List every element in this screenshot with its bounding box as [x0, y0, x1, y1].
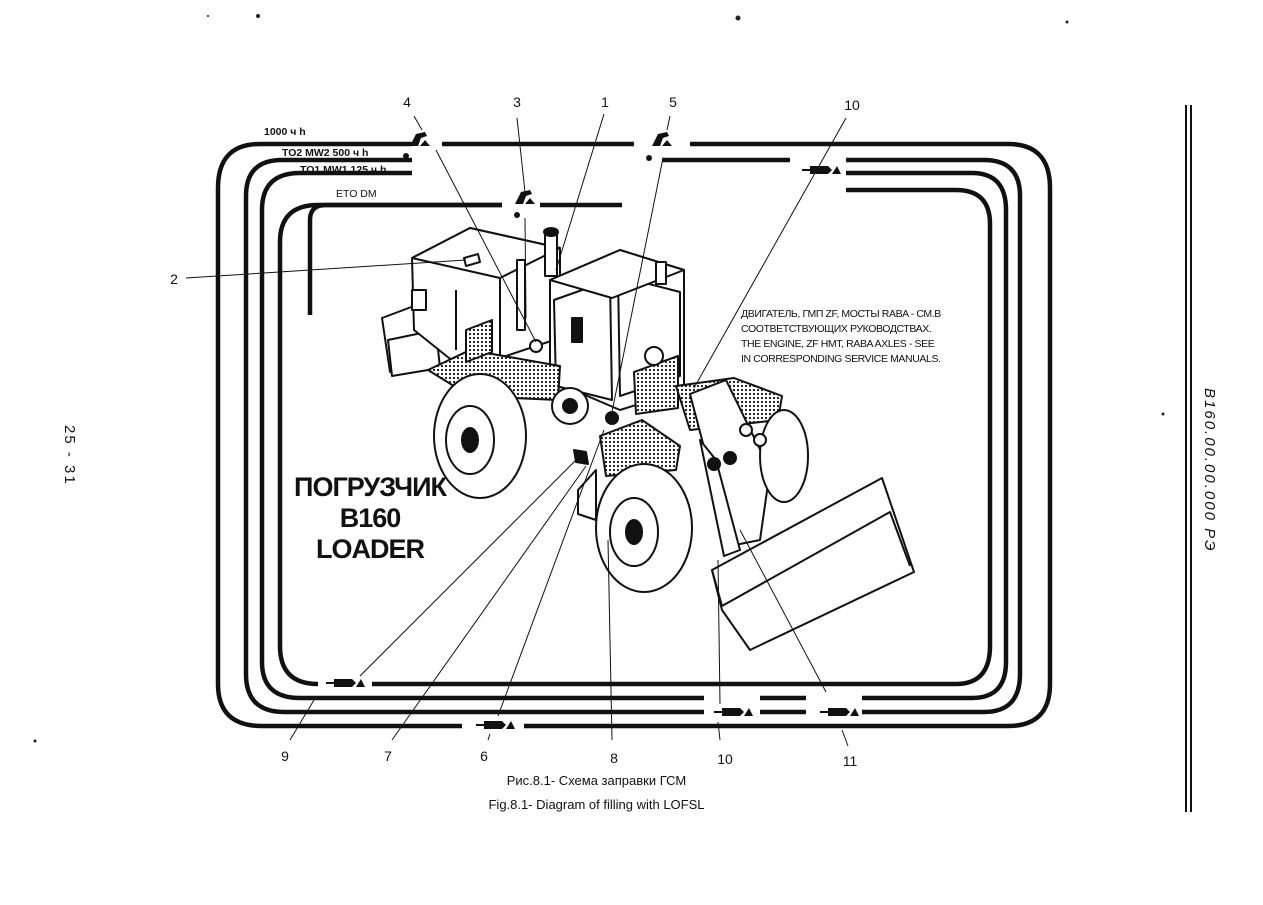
callout-numbers: 4 3 1 5 10 2 9 7 6 8 10 11: [170, 94, 860, 769]
callout-4: 4: [403, 94, 411, 110]
grease-gun-icon-10-top: [801, 165, 842, 175]
figure-caption-en: Fig.8.1- Diagram of filling with LOFSL: [488, 797, 705, 812]
title-line-en: LOADER: [316, 534, 425, 564]
grease-gun-icon-11: [819, 707, 860, 717]
oil-symbols: [403, 132, 672, 218]
interval-to2-label: TO2 MW2 500 ч h: [282, 147, 369, 159]
frame-to1: [259, 170, 1009, 701]
grease-gun-icon-10: [713, 707, 754, 717]
frame-to2: [243, 157, 1023, 715]
callout-leaders: [185, 113, 849, 747]
callout-8: 8: [610, 750, 618, 766]
interval-to1-label: TO1 MW1 125 ч h: [300, 164, 387, 176]
interval-frames: [215, 141, 1053, 729]
grease-gun-icon-9: [325, 678, 366, 688]
title-line-model: B160: [339, 503, 402, 533]
service-manual-note: ДВИГАТЕЛЬ, ГМП ZF, МОСТЫ RABA - СМ.В СОО…: [741, 307, 991, 367]
scan-specks: [33, 14, 1165, 743]
page-number: 25 - 31: [61, 425, 78, 486]
note-line-2: СООТВЕТСТВУЮЩИХ РУКОВОДСТВАХ.: [741, 323, 932, 335]
loader-illustration: [381, 227, 915, 651]
oilcan-icon-4: [410, 132, 430, 146]
callout-1: 1: [601, 94, 609, 110]
callout-7: 7: [384, 748, 392, 764]
note-line-1: ДВИГАТЕЛЬ, ГМП ZF, МОСТЫ RABA - СМ.В: [741, 308, 941, 320]
note-line-4: IN CORRESPONDING SERVICE MANUALS.: [741, 353, 941, 365]
oilcan-icon-3: [515, 190, 535, 204]
callout-10-top: 10: [844, 97, 860, 113]
oilcan-icon-5: [652, 132, 672, 146]
loader-title: ПОГРУЗЧИК B160 LOADER: [270, 472, 470, 565]
grease-gun-icon-6: [475, 720, 516, 730]
frame-eto: [277, 187, 993, 687]
title-line-ru: ПОГРУЗЧИК: [294, 472, 447, 502]
document-code: B160.00.00.000 РЭ: [1201, 388, 1218, 553]
figure-caption-ru: Рис.8.1- Схема заправки ГСМ: [506, 773, 687, 788]
interval-1000h-label: 1000 ч h: [264, 126, 306, 138]
callout-10-bottom: 10: [717, 751, 733, 767]
callout-6: 6: [480, 748, 488, 764]
callout-5: 5: [669, 94, 677, 110]
note-line-3: THE ENGINE, ZF HMT, RABA AXLES - SEE: [741, 338, 935, 350]
callout-3: 3: [513, 94, 521, 110]
callout-2: 2: [170, 271, 178, 287]
interval-eto-label: ETO DM: [336, 188, 377, 200]
frame-1000h: [215, 141, 1053, 729]
callout-11: 11: [843, 753, 858, 769]
callout-9: 9: [281, 748, 289, 764]
